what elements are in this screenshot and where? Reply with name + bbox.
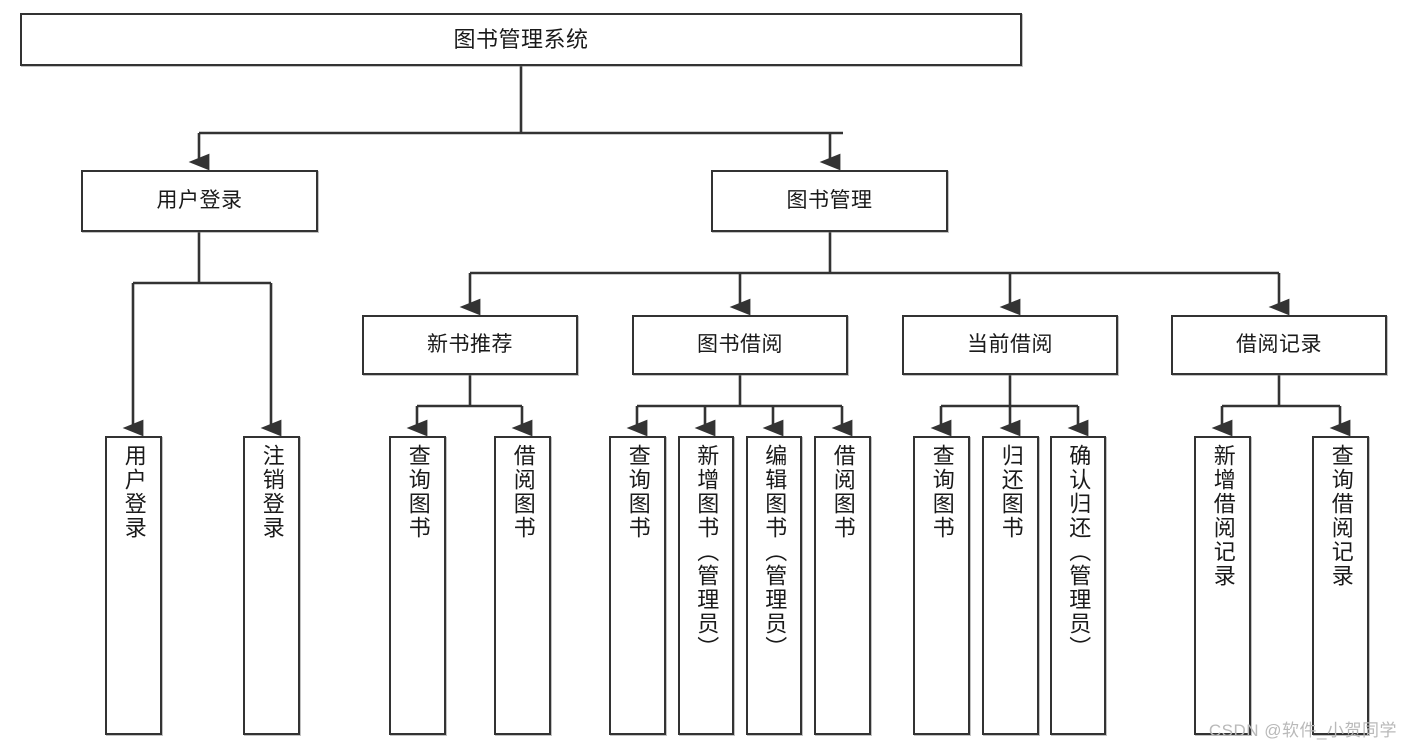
leaf-borrow-book-recommend[interactable]: 借阅图书 bbox=[494, 436, 551, 735]
node-new-book-recommend[interactable]: 新书推荐 bbox=[362, 315, 578, 375]
leaf-add-borrow-record[interactable]: 新增借阅记录 bbox=[1194, 436, 1251, 735]
leaf-confirm-return-admin[interactable]: 确认归还（管理员） bbox=[1050, 436, 1106, 735]
leaf-add-book-admin[interactable]: 新增图书（管理员） bbox=[678, 436, 734, 735]
node-label: 查询图书 bbox=[625, 444, 651, 540]
node-label: 借阅图书 bbox=[510, 444, 536, 540]
leaf-query-book-borrow[interactable]: 查询图书 bbox=[609, 436, 666, 735]
node-label: 确认归还（管理员） bbox=[1066, 444, 1092, 660]
leaf-logout[interactable]: 注销登录 bbox=[243, 436, 300, 735]
node-label: 查询图书 bbox=[405, 444, 431, 540]
node-label: 图书借阅 bbox=[697, 332, 783, 356]
node-label: 新增借阅记录 bbox=[1210, 444, 1236, 588]
node-label: 注销登录 bbox=[259, 444, 285, 540]
node-label: 借阅记录 bbox=[1236, 332, 1322, 356]
leaf-user-login[interactable]: 用户登录 bbox=[105, 436, 162, 735]
node-book-management-system[interactable]: 图书管理系统 bbox=[20, 13, 1022, 66]
leaf-return-book[interactable]: 归还图书 bbox=[982, 436, 1039, 735]
leaf-query-book-recommend[interactable]: 查询图书 bbox=[389, 436, 446, 735]
csdn-watermark: CSDN @软件_小贺同学 bbox=[1208, 721, 1397, 740]
leaf-query-borrow-record[interactable]: 查询借阅记录 bbox=[1312, 436, 1369, 735]
node-label: 图书管理系统 bbox=[453, 26, 589, 52]
node-label: 用户登录 bbox=[121, 444, 147, 540]
node-label: 图书管理 bbox=[786, 188, 873, 212]
node-label: 查询借阅记录 bbox=[1328, 444, 1354, 588]
node-label: 当前借阅 bbox=[967, 332, 1053, 356]
node-label: 借阅图书 bbox=[830, 444, 856, 540]
leaf-borrow-book[interactable]: 借阅图书 bbox=[814, 436, 871, 735]
leaf-query-book-current[interactable]: 查询图书 bbox=[913, 436, 970, 735]
node-book-borrow[interactable]: 图书借阅 bbox=[632, 315, 848, 375]
node-label: 新增图书（管理员） bbox=[694, 444, 720, 660]
node-book-management[interactable]: 图书管理 bbox=[711, 170, 948, 232]
leaf-edit-book-admin[interactable]: 编辑图书（管理员） bbox=[746, 436, 802, 735]
node-label: 查询图书 bbox=[929, 444, 955, 540]
node-label: 归还图书 bbox=[998, 444, 1024, 540]
node-label: 用户登录 bbox=[156, 188, 243, 212]
node-current-borrow[interactable]: 当前借阅 bbox=[902, 315, 1118, 375]
node-user-login[interactable]: 用户登录 bbox=[81, 170, 318, 232]
node-borrow-records[interactable]: 借阅记录 bbox=[1171, 315, 1387, 375]
node-label: 新书推荐 bbox=[427, 332, 513, 356]
node-label: 编辑图书（管理员） bbox=[762, 444, 788, 660]
